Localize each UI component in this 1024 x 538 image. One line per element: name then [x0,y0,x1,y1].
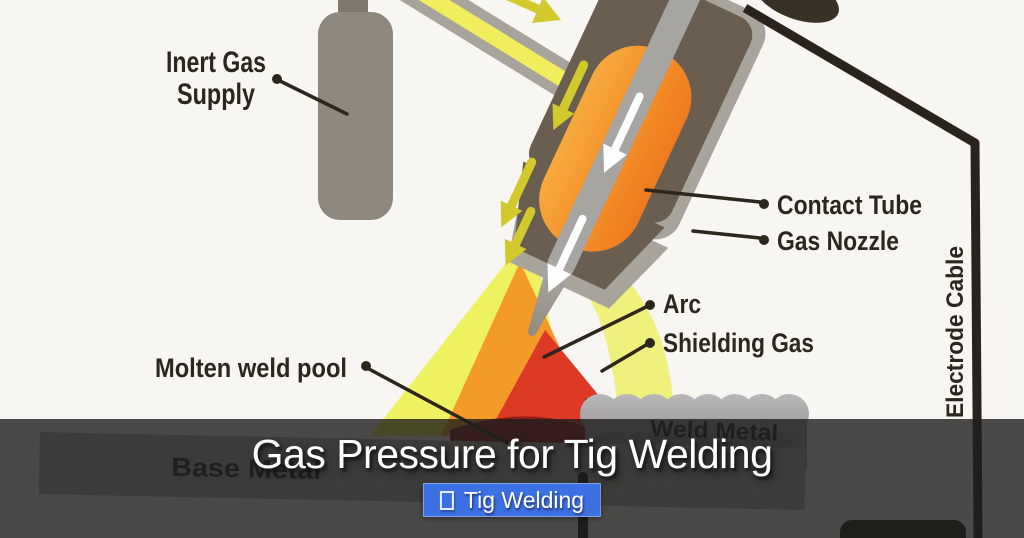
label-electrode-cable: Electrode Cable [942,246,969,418]
label-molten-weld-pool: Molten weld pool [155,353,347,383]
torch-end-cap [755,0,839,23]
page-title: Gas Pressure for Tig Welding [251,431,773,477]
label-arc: Arc [663,289,701,319]
label-shielding-gas: Shielding Gas [663,328,814,358]
label-inert-gas-supply-1: Inert Gas [166,46,266,79]
gas-cylinder [318,0,393,220]
label-contact-tube: Contact Tube [777,190,922,220]
welding-torch [500,0,766,337]
gas-flow-arrows [500,60,589,266]
wire-feed-arrows [547,92,644,293]
electrode-cable-line [742,4,983,538]
tig-welding-tag-button[interactable]: Tig Welding [422,483,602,517]
video-title-overlay: Gas Pressure for Tig Welding Tig Welding [0,419,1024,538]
label-inert-gas-supply-2: Supply [177,78,255,111]
tag-button-label: Tig Welding [463,486,585,513]
missing-glyph-box-icon [439,490,454,510]
gas-flow-arrow [505,0,545,15]
label-gas-nozzle: Gas Nozzle [777,226,899,256]
cylinder-body [318,12,393,220]
callouts: Inert Gas Supply Contact Tube Gas Nozzle… [155,46,969,445]
